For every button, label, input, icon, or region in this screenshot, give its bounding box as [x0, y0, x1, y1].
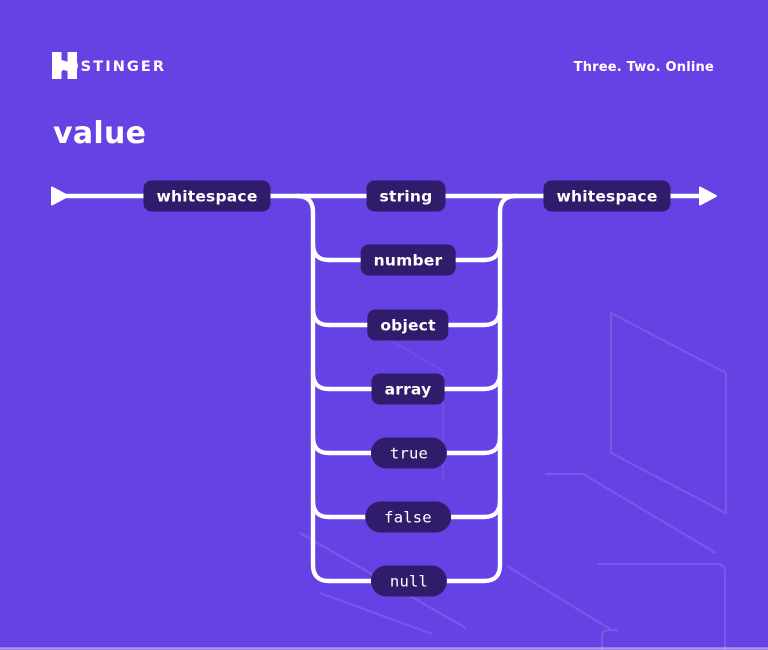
brand-tagline: Three. Two. Online — [573, 59, 714, 75]
node-array: array — [371, 373, 445, 405]
end-arrow-icon — [699, 186, 717, 206]
header-bar: HOSTINGER Three. Two. Online — [52, 52, 714, 82]
node-null: null — [370, 565, 448, 597]
node-whitespace-start: whitespace — [143, 180, 271, 212]
node-object: object — [367, 309, 449, 341]
hostinger-h-logo-icon — [52, 52, 77, 79]
page-title: value — [53, 116, 147, 151]
node-false: false — [365, 501, 451, 533]
node-whitespace-end: whitespace — [543, 180, 671, 212]
node-number: number — [360, 244, 456, 276]
node-string: string — [366, 180, 446, 212]
start-arrow-icon — [51, 186, 69, 206]
brand-name: HOSTINGER — [52, 59, 167, 75]
hostinger-logo: HOSTINGER — [52, 52, 167, 79]
node-true: true — [370, 437, 448, 469]
